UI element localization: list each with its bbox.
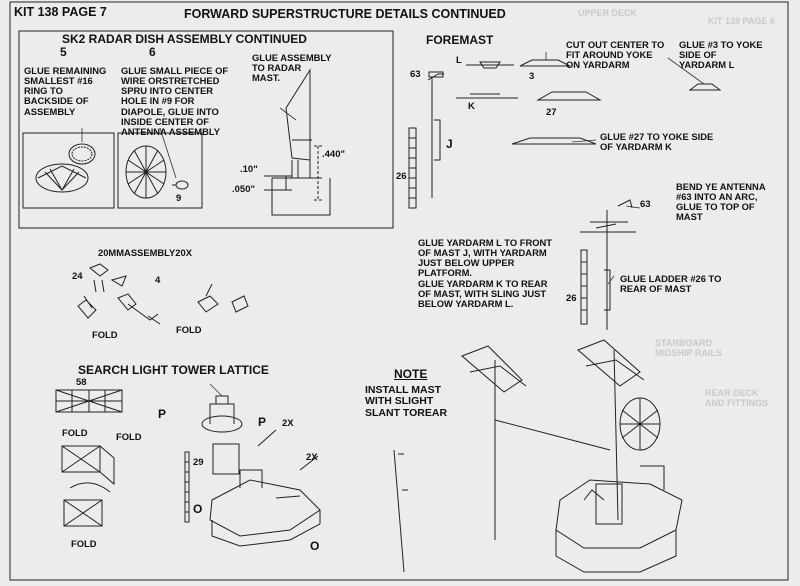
part-o-label: O [193,502,203,516]
foremast-assembled-drawing [580,199,636,330]
fold-label: FOLD [176,324,202,335]
fold-label: FOLD [116,431,142,442]
glue-3-instruction: GLUE #3 TO YOKE SIDE OF YARDARM L [679,39,763,71]
step-6-instruction: GLUE SMALL PIECE OF WIRE ORSTRETCHED SPR… [121,65,229,137]
radar-dish-side-drawing [125,145,189,199]
part-63b-label: 63 [640,199,651,210]
fold-label: FOLD [62,427,88,438]
step-5-number: 5 [60,45,67,59]
kit-page-number: KIT 138 PAGE 7 [14,5,107,19]
mast-instruction: GLUE ASSEMBLY TO RADAR MAST. [252,52,332,84]
quantity-2x-label: 2X [306,452,318,463]
dimension-050: .050" [232,184,255,195]
fold-label: FOLD [92,329,118,340]
part-3-label: 3 [529,71,535,82]
bleed-text: UPPER DECK [578,8,638,18]
step-6-box [117,132,203,209]
dimension-10: .10" [240,164,258,175]
part-l-label: L [456,55,462,66]
mast-assembly-left-drawing [461,345,611,540]
bleed-text: STARBOARD MIDSHIP RAILS [655,338,722,358]
install-note-heading: NOTE [394,367,428,381]
part-58-label: 58 [76,377,87,388]
cutout-instruction: CUT OUT CENTER TO FIT AROUND YOKE ON YAR… [566,39,665,71]
part-4-label: 4 [155,275,161,286]
part-p-label: P [158,407,167,421]
foremast-j-drawing [408,71,444,209]
fold-label: FOLD [71,538,97,549]
dimension-440: .440" [322,149,345,160]
install-mast-drawing [393,449,408,573]
part-k-label: K [468,101,475,112]
searchlight-section-title: SEARCH LIGHT TOWER LATTICE [78,363,269,377]
part-26b-label: 26 [566,293,577,304]
step-5-instruction: GLUE REMAINING SMALLEST #16 RING TO BACK… [24,65,107,117]
mast-assembly-right-drawing [555,339,683,573]
page-border [9,1,789,581]
part-9-label: 9 [176,193,182,204]
step-6-number: 6 [149,45,156,59]
yardarm-instruction: GLUE YARDARM L TO FRONT OF MAST J, WITH … [418,237,553,309]
quantity-2x-label: 2X [282,418,294,429]
searchlight-tower-drawing [184,395,321,547]
radar-section-title: SK2 RADAR DISH ASSEMBLY CONTINUED [62,32,307,46]
yardarm-drawing [456,59,722,145]
ladder-instruction: GLUE LADDER #26 TO REAR OF MAST [620,273,722,295]
radar-section-box [18,30,394,229]
step-5-box [22,132,115,209]
part-o-label: O [310,539,320,553]
part-29-label: 29 [193,457,204,468]
part-27-label: 27 [546,107,557,118]
foremast-title: FOREMAST [426,33,494,47]
part-26-label: 26 [396,171,407,182]
bleed-text: REAR DECK AND FITTINGS [705,388,768,408]
lattice-parts-drawing [55,389,123,527]
radar-mast-drawing [264,68,331,216]
leader-lines [81,52,705,397]
part-p-label: P [258,415,267,429]
gun-parts-drawing [77,263,249,325]
part-j-label: J [446,137,453,151]
bleed-text: KIT 138 PAGE 6 [708,16,775,26]
gun-section-title: 20MMASSEMBLY20X [98,247,192,258]
part-63-label: 63 [410,69,421,80]
part-24-label: 24 [72,271,83,282]
install-note-text: INSTALL MAST WITH SLIGHT SLANT TOREAR [365,384,448,419]
radar-dish-drawing [35,143,96,193]
bend-antenna-instruction: BEND YE ANTENNA #63 INTO AN ARC, GLUE TO… [676,181,766,223]
glue-27-instruction: GLUE #27 TO YOKE SIDE OF YARDARM K [600,131,714,153]
page-title: FORWARD SUPERSTRUCTURE DETAILS CONTINUED [184,7,506,21]
